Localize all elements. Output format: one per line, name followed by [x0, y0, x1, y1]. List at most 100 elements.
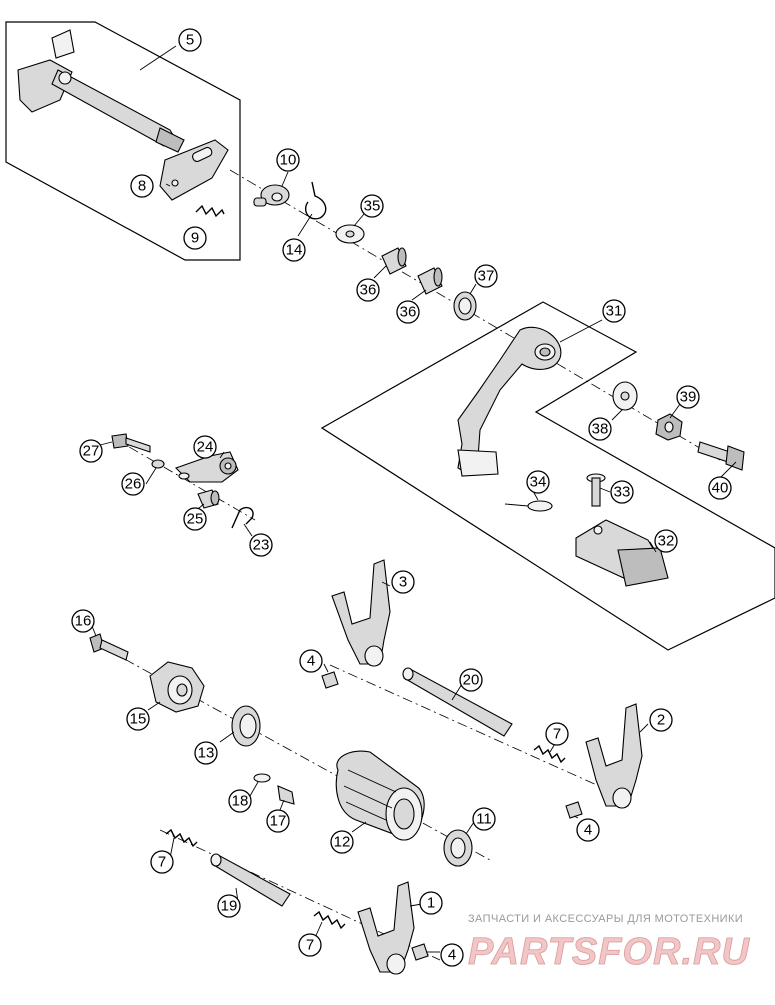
shift-shaft-assembly-frame	[5, 21, 241, 261]
callout-33[interactable]: 33	[610, 480, 634, 504]
fork-rail-19-part	[210, 853, 291, 907]
callout-15-label: 15	[130, 711, 147, 728]
callout-24-label: 24	[197, 439, 214, 456]
shift-lever-assembly-frame	[320, 301, 775, 651]
callout-32[interactable]: 32	[654, 529, 678, 553]
shift-drum-12-part	[335, 750, 425, 841]
shift-fork-3-part	[331, 559, 391, 667]
callout-7a[interactable]: 7	[545, 722, 569, 746]
callout-36b-label: 36	[400, 304, 417, 321]
callout-26-label: 26	[125, 476, 142, 493]
callout-12[interactable]: 12	[330, 830, 354, 854]
callout-38-label: 38	[592, 421, 609, 438]
callout-10[interactable]: 10	[276, 148, 300, 172]
callout-31-label: 31	[606, 303, 623, 320]
nut-39-part	[655, 413, 683, 441]
callout-7a-label: 7	[553, 726, 561, 743]
callout-4a-label: 4	[307, 653, 315, 670]
callout-10-label: 10	[280, 152, 297, 169]
callout-27[interactable]: 27	[79, 439, 103, 463]
callout-34-label: 34	[530, 474, 547, 491]
callout-31[interactable]: 31	[602, 299, 626, 323]
callout-2-label: 2	[657, 712, 665, 729]
axis-shift-drum	[89, 639, 491, 861]
callout-40-label: 40	[712, 480, 729, 497]
callout-13[interactable]: 13	[194, 741, 218, 765]
spring-34-part	[504, 500, 553, 512]
callout-24[interactable]: 24	[193, 435, 217, 459]
needle-bearing-36a-part	[381, 247, 407, 275]
callout-35-label: 35	[364, 198, 381, 215]
callout-40[interactable]: 40	[708, 476, 732, 500]
callout-16-label: 16	[75, 613, 92, 630]
callout-39[interactable]: 39	[676, 385, 700, 409]
callout-38[interactable]: 38	[588, 417, 612, 441]
spring-23-part	[231, 506, 254, 529]
watermark-tagline: ЗАПЧАСТИ И АКСЕССУАРЫ ДЛЯ МОТОТЕХНИКИ	[468, 913, 744, 925]
needle-bearing-36b-part	[417, 267, 443, 295]
locking-lever-24-part	[174, 451, 239, 483]
callout-8[interactable]: 8	[130, 174, 154, 198]
axis-fork-rail-lower	[159, 829, 441, 961]
shift-fork-1-part	[357, 881, 415, 975]
spring-7c-part	[313, 910, 346, 930]
callout-4c[interactable]: 4	[440, 943, 464, 967]
callout-25-label: 25	[187, 511, 204, 528]
callout-11[interactable]: 11	[472, 807, 496, 831]
callout-36b[interactable]: 36	[396, 300, 420, 324]
callout-37[interactable]: 37	[474, 264, 498, 288]
callout-18[interactable]: 18	[228, 789, 252, 813]
callout-4a[interactable]: 4	[299, 649, 323, 673]
callout-3[interactable]: 3	[391, 570, 415, 594]
callout-4b[interactable]: 4	[576, 818, 600, 842]
guide-roller-4a-part	[321, 671, 339, 689]
callout-5-label: 5	[186, 32, 194, 49]
callout-11-label: 11	[476, 811, 492, 828]
callout-2[interactable]: 2	[649, 708, 673, 732]
spring-7a-part	[533, 744, 566, 764]
callout-3-label: 3	[399, 574, 407, 591]
callout-23-label: 23	[253, 537, 270, 554]
callout-35[interactable]: 35	[360, 194, 384, 218]
fork-rail-20-part	[402, 667, 513, 737]
callout-19-label: 19	[221, 898, 238, 915]
bolt-27-part	[111, 433, 151, 453]
screw-17-part	[277, 785, 295, 805]
shift-fork-2-part	[585, 703, 643, 809]
guide-roller-4c-part	[411, 943, 429, 961]
callout-7c[interactable]: 7	[298, 933, 322, 957]
callout-15[interactable]: 15	[126, 707, 150, 731]
callout-12-label: 12	[334, 834, 351, 851]
callout-20[interactable]: 20	[459, 668, 483, 692]
shift-lever-part	[457, 326, 562, 477]
callout-34[interactable]: 34	[526, 470, 550, 494]
axis-fork-rail-upper	[329, 664, 631, 801]
callout-7b[interactable]: 7	[150, 850, 174, 874]
callout-26[interactable]: 26	[121, 472, 145, 496]
callout-36a[interactable]: 36	[356, 278, 380, 302]
callout-23[interactable]: 23	[249, 533, 273, 557]
callout-16[interactable]: 16	[71, 609, 95, 633]
callout-1[interactable]: 1	[419, 891, 443, 915]
shift-drum-locating-15-part	[149, 661, 205, 713]
callout-7b-label: 7	[158, 854, 166, 871]
callout-4b-label: 4	[584, 822, 592, 839]
spring-7b-part	[165, 828, 198, 848]
callout-9-label: 9	[191, 230, 199, 247]
callout-1-label: 1	[427, 895, 435, 912]
shift-shaft-guide-part	[253, 184, 290, 207]
bolt-16-part	[89, 633, 129, 661]
callout-5[interactable]: 5	[178, 28, 202, 52]
callout-17[interactable]: 17	[266, 809, 290, 833]
callout-9[interactable]: 9	[183, 226, 207, 250]
callout-20-label: 20	[463, 672, 480, 689]
roller-25-part	[197, 489, 220, 509]
callout-14[interactable]: 14	[282, 238, 306, 262]
callout-19[interactable]: 19	[217, 894, 241, 918]
callout-39-label: 39	[680, 389, 697, 406]
washer-26-part	[151, 459, 165, 469]
callout-25[interactable]: 25	[183, 507, 207, 531]
return-spring-part	[304, 181, 327, 220]
callout-13-label: 13	[198, 745, 215, 762]
